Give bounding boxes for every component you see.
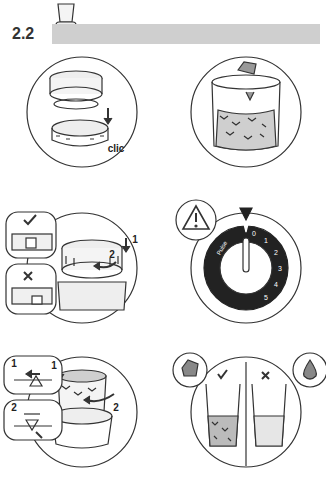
dial-mark: 5 [264, 294, 268, 301]
dial-mark: 0 [252, 230, 256, 237]
panel-ingredients [173, 353, 326, 467]
callout-number: 2 [11, 403, 17, 413]
panel-filling [191, 57, 301, 167]
dial-mark: 2 [274, 249, 278, 256]
callout-number: 1 [51, 361, 57, 371]
panel-assembly [27, 57, 137, 167]
section-number: 2.2 [12, 25, 34, 43]
panel-lid [4, 356, 137, 467]
callout-number: 1 [11, 359, 17, 369]
callout-number: 1 [132, 235, 138, 245]
panel-locking [6, 212, 137, 323]
action-word: clic [108, 144, 125, 154]
section-band: 2.2 [8, 24, 320, 44]
dial-mark: 3 [278, 265, 282, 272]
callout-number: 2 [109, 250, 115, 260]
callout-number: 2 [113, 403, 119, 413]
dial-mark: 4 [274, 281, 278, 288]
dial-mark: 1 [264, 237, 268, 244]
panel-speed-dial [176, 200, 301, 323]
